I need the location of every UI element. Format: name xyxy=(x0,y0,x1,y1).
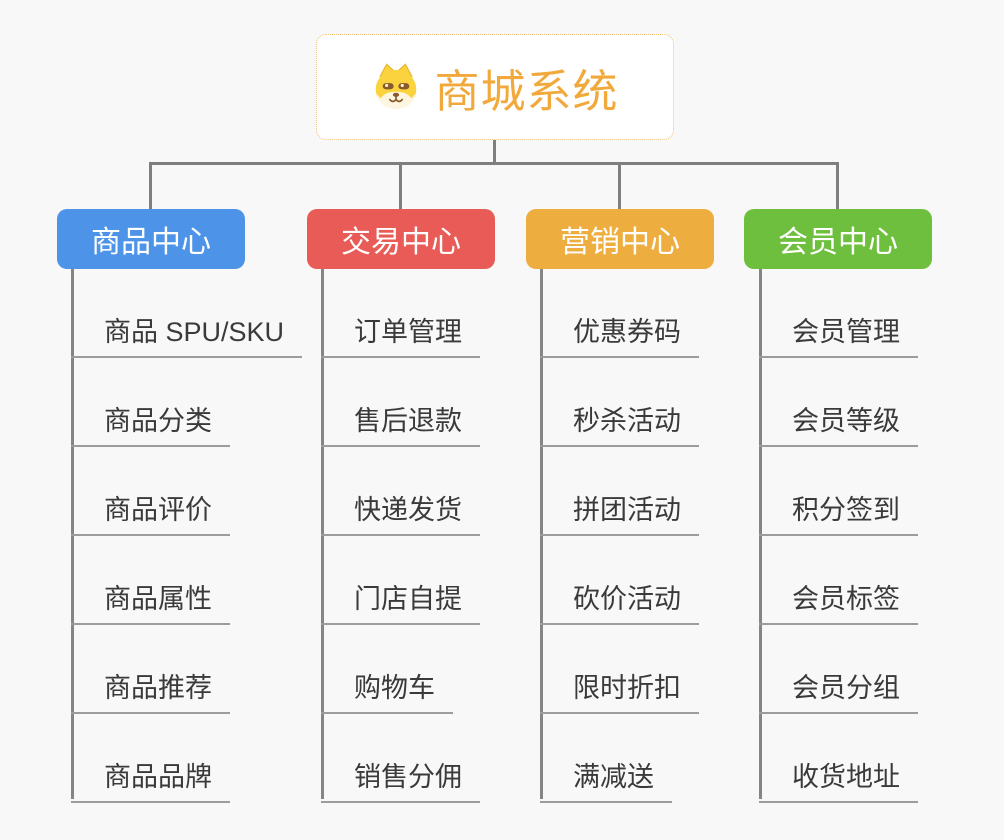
branch-header-trade-center[interactable]: 交易中心 xyxy=(307,209,495,269)
child-node[interactable]: 商品分类 xyxy=(71,358,230,447)
connector-drop-trade xyxy=(399,162,402,209)
child-node[interactable]: 商品推荐 xyxy=(71,625,230,714)
child-node[interactable]: 会员分组 xyxy=(759,625,918,714)
connector-drop-marketing xyxy=(618,162,621,209)
child-node[interactable]: 优惠券码 xyxy=(540,269,699,358)
connector-horizontal-bar xyxy=(149,162,839,165)
branch-column-member: 会员管理 会员等级 积分签到 会员标签 会员分组 收货地址 xyxy=(759,269,918,803)
child-node[interactable]: 商品品牌 xyxy=(71,714,230,803)
root-title: 商城系统 xyxy=(434,65,619,117)
child-node[interactable]: 拼团活动 xyxy=(540,447,699,536)
child-node[interactable]: 商品评价 xyxy=(71,447,230,536)
child-node[interactable]: 售后退款 xyxy=(321,358,480,447)
child-node[interactable]: 秒杀活动 xyxy=(540,358,699,447)
child-node[interactable]: 满减送 xyxy=(540,714,672,803)
branch-header-product-center[interactable]: 商品中心 xyxy=(57,209,245,269)
child-node[interactable]: 订单管理 xyxy=(321,269,480,358)
branch-header-member-center[interactable]: 会员中心 xyxy=(744,209,932,269)
branch-column-trade: 订单管理 售后退款 快递发货 门店自提 购物车 销售分佣 xyxy=(321,269,480,803)
branch-column-product: 商品 SPU/SKU 商品分类 商品评价 商品属性 商品推荐 商品品牌 xyxy=(71,269,303,803)
connector-root-stem xyxy=(493,140,496,165)
connector-drop-member xyxy=(836,162,839,209)
child-node[interactable]: 门店自提 xyxy=(321,536,480,625)
child-node[interactable]: 销售分佣 xyxy=(321,714,480,803)
child-node[interactable]: 快递发货 xyxy=(321,447,480,536)
root-node[interactable]: 商城系统 xyxy=(316,34,674,140)
child-node[interactable]: 会员管理 xyxy=(759,269,918,358)
child-node[interactable]: 限时折扣 xyxy=(540,625,699,714)
child-node[interactable]: 砍价活动 xyxy=(540,536,699,625)
shiba-dog-icon xyxy=(376,63,417,109)
child-node[interactable]: 购物车 xyxy=(321,625,453,714)
child-node[interactable]: 收货地址 xyxy=(759,714,918,803)
child-node[interactable]: 商品属性 xyxy=(71,536,230,625)
child-node[interactable]: 会员标签 xyxy=(759,536,918,625)
branch-column-marketing: 优惠券码 秒杀活动 拼团活动 砍价活动 限时折扣 满减送 xyxy=(540,269,699,803)
branch-header-marketing-center[interactable]: 营销中心 xyxy=(526,209,714,269)
child-node[interactable]: 商品 SPU/SKU xyxy=(71,269,303,358)
child-node[interactable]: 积分签到 xyxy=(759,447,918,536)
child-node[interactable]: 会员等级 xyxy=(759,358,918,447)
connector-drop-product xyxy=(149,162,152,209)
